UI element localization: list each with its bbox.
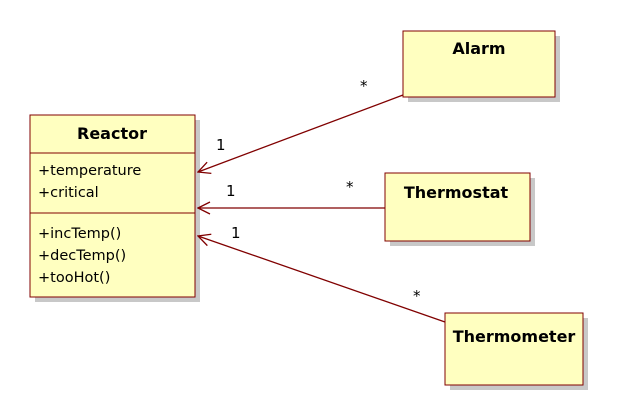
multiplicities: 1 * 1 * 1 * <box>216 77 421 305</box>
associations <box>198 94 446 323</box>
alarm-association-source-multiplicity: * <box>360 77 368 95</box>
thermostat-association-target-multiplicity: 1 <box>226 182 236 200</box>
reactor-class-name: Reactor <box>77 124 147 143</box>
reactor-operation-inctemp: +incTemp() <box>38 226 121 242</box>
class-thermometer[interactable]: Thermometer <box>444 312 584 386</box>
thermostat-association-source-multiplicity: * <box>346 178 354 196</box>
reactor-operation-dectemp: +decTemp() <box>38 248 126 264</box>
association-alarm-reactor[interactable] <box>198 94 404 172</box>
class-reactor[interactable]: Reactor +temperature +critical +incTemp(… <box>29 114 196 298</box>
thermostat-class-name: Thermostat <box>404 183 509 202</box>
thermometer-box <box>444 312 584 386</box>
thermometer-class-name: Thermometer <box>453 327 576 346</box>
reactor-operation-toohot: +tooHot() <box>38 270 110 286</box>
reactor-attribute-temperature: +temperature <box>38 163 141 179</box>
reactor-attribute-critical: +critical <box>38 185 99 201</box>
class-alarm[interactable]: Alarm <box>402 30 556 98</box>
class-thermostat[interactable]: Thermostat <box>384 172 531 242</box>
thermometer-association-target-multiplicity: 1 <box>231 224 241 242</box>
alarm-class-name: Alarm <box>452 39 505 58</box>
thermostat-box <box>384 172 531 242</box>
thermometer-association-source-multiplicity: * <box>413 287 421 305</box>
reactor-box <box>29 114 196 298</box>
association-thermometer-reactor[interactable] <box>198 236 446 323</box>
alarm-association-target-multiplicity: 1 <box>216 136 226 154</box>
alarm-box <box>402 30 556 98</box>
